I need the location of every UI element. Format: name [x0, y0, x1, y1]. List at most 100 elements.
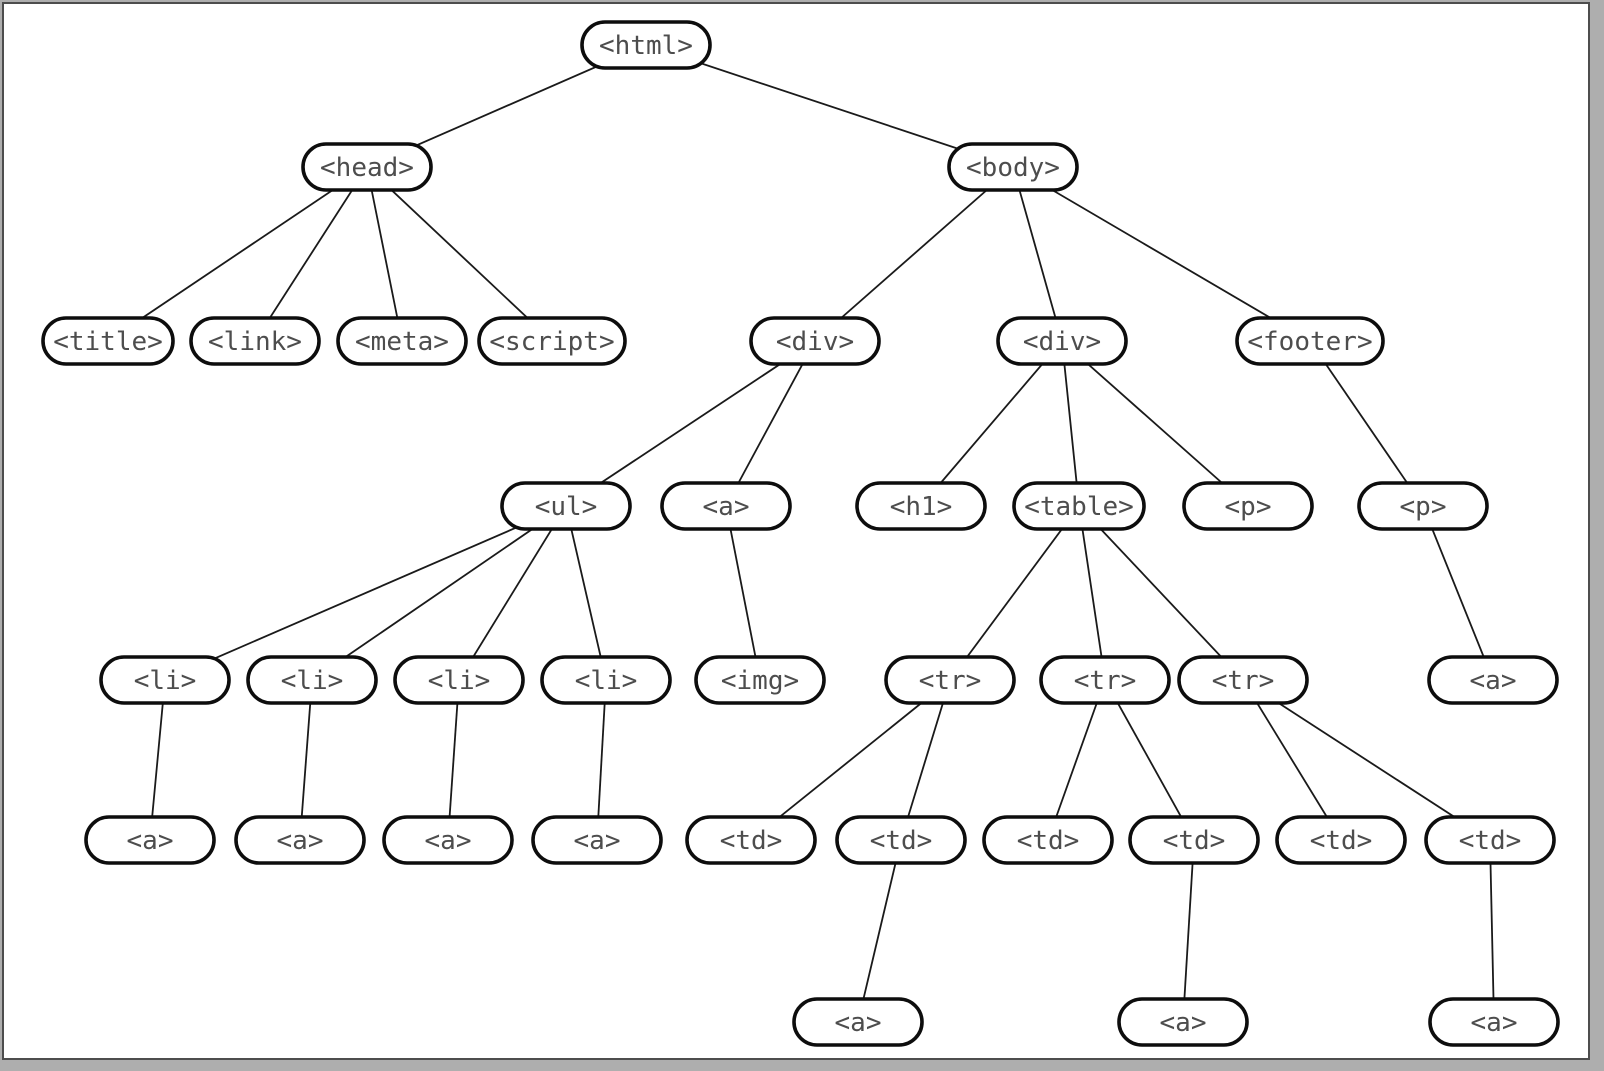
tree-node-div2: <div> [996, 316, 1128, 366]
node-label: <td> [1310, 826, 1373, 856]
node-label: <td> [720, 826, 783, 856]
node-shape [1039, 655, 1171, 705]
node-label: <table> [1024, 492, 1134, 522]
node-shape [246, 655, 378, 705]
node-label: <a> [835, 1008, 882, 1038]
node-label: <head> [320, 153, 414, 183]
node-label: <img> [721, 666, 799, 696]
tree-node-li2: <li> [246, 655, 378, 705]
node-shape [1357, 481, 1489, 531]
node-shape [1275, 815, 1407, 865]
node-shape [393, 655, 525, 705]
tree-edge-ul-li1 [164, 505, 567, 681]
tree-edge-div2-table [1061, 340, 1080, 507]
node-label: <a> [425, 826, 472, 856]
node-shape [477, 316, 627, 366]
node-shape [580, 20, 712, 70]
tree-edge-tr1-td1 [750, 679, 951, 841]
node-shape [1428, 997, 1560, 1047]
node-label: <div> [776, 327, 854, 357]
tree-node-a-li2: <a> [234, 815, 366, 865]
tree-node-td3: <td> [982, 815, 1114, 865]
tree-edge-li4-a-li4 [596, 679, 607, 841]
node-shape [660, 481, 792, 531]
tree-edge-table-tr1 [949, 505, 1080, 681]
node-shape [1117, 997, 1249, 1047]
tree-node-head: <head> [301, 142, 433, 192]
node-shape [792, 997, 924, 1047]
tree-edge-td2-a-td2 [857, 839, 902, 1023]
tree-edge-head-title [107, 166, 368, 342]
node-label: <a> [1470, 666, 1517, 696]
tree-edge-head-link [254, 166, 368, 342]
tree-node-body: <body> [947, 142, 1079, 192]
tree-node-p-div: <p> [1182, 481, 1314, 531]
node-label: <title> [53, 327, 163, 357]
node-label: <a> [1471, 1008, 1518, 1038]
tree-edge-body-div1 [814, 166, 1014, 342]
node-label: <p> [1400, 492, 1447, 522]
tree-edge-td6-a-td6 [1489, 839, 1495, 1023]
node-shape [835, 815, 967, 865]
node-shape [685, 815, 817, 865]
tree-node-a-li4: <a> [531, 815, 663, 865]
node-shape [1182, 481, 1314, 531]
node-shape [382, 815, 514, 865]
tree-edge-tr1-td2 [900, 679, 951, 841]
tree-node-li1: <li> [99, 655, 231, 705]
tree-edge-table-tr3 [1078, 505, 1244, 681]
tree-edge-tr2-td4 [1104, 679, 1195, 841]
node-shape [1427, 655, 1559, 705]
tree-edge-tr2-td3 [1047, 679, 1106, 841]
node-label: <h1> [890, 492, 953, 522]
tree-edge-ul-li2 [311, 505, 567, 681]
node-label: <li> [134, 666, 197, 696]
diagram-canvas [2, 2, 1590, 1060]
tree-node-a-td2: <a> [792, 997, 924, 1047]
node-label: <tr> [1074, 666, 1137, 696]
node-shape [234, 815, 366, 865]
tree-node-a-td4: <a> [1117, 997, 1249, 1047]
tree-node-tr2: <tr> [1039, 655, 1171, 705]
node-label: <tr> [1212, 666, 1275, 696]
node-shape [531, 815, 663, 865]
tree-edge-a-nav-img [725, 505, 761, 681]
tree-edge-head-meta [366, 166, 403, 342]
tree-node-li3: <li> [393, 655, 525, 705]
node-shape [336, 316, 468, 366]
tree-edge-li2-a-li2 [299, 679, 313, 841]
node-shape [301, 142, 433, 192]
node-label: <li> [428, 666, 491, 696]
node-label: <link> [208, 327, 302, 357]
tree-edge-td4-a-td4 [1182, 839, 1195, 1023]
node-label: <a> [127, 826, 174, 856]
tree-node-p-footer: <p> [1357, 481, 1489, 531]
node-shape [749, 316, 881, 366]
node-label: <li> [575, 666, 638, 696]
node-label: <html> [599, 31, 693, 61]
tree-edge-tr3-td5 [1242, 679, 1342, 841]
node-shape [41, 316, 175, 366]
tree-node-div1: <div> [749, 316, 881, 366]
tree-edge-div2-h1 [920, 340, 1063, 507]
node-shape [500, 481, 632, 531]
tree-edge-div1-ul [565, 340, 816, 507]
node-shape [540, 655, 672, 705]
tree-node-a-li3: <a> [382, 815, 514, 865]
node-shape [855, 481, 987, 531]
tree-edge-div1-a-nav [725, 340, 816, 507]
tree-node-footer: <footer> [1235, 316, 1385, 366]
node-label: <a> [1160, 1008, 1207, 1038]
tree-node-td6: <td> [1424, 815, 1556, 865]
node-label: <td> [1163, 826, 1226, 856]
node-label: <p> [1225, 492, 1272, 522]
tree-node-tr1: <tr> [884, 655, 1016, 705]
tree-edge-li3-a-li3 [447, 679, 460, 841]
node-label: <div> [1023, 327, 1101, 357]
tree-edge-table-tr2 [1078, 505, 1106, 681]
tree-node-a-nav: <a> [660, 481, 792, 531]
tree-edge-body-div2 [1012, 166, 1063, 342]
node-label: <td> [1459, 826, 1522, 856]
tree-edge-body-footer [1012, 166, 1311, 342]
